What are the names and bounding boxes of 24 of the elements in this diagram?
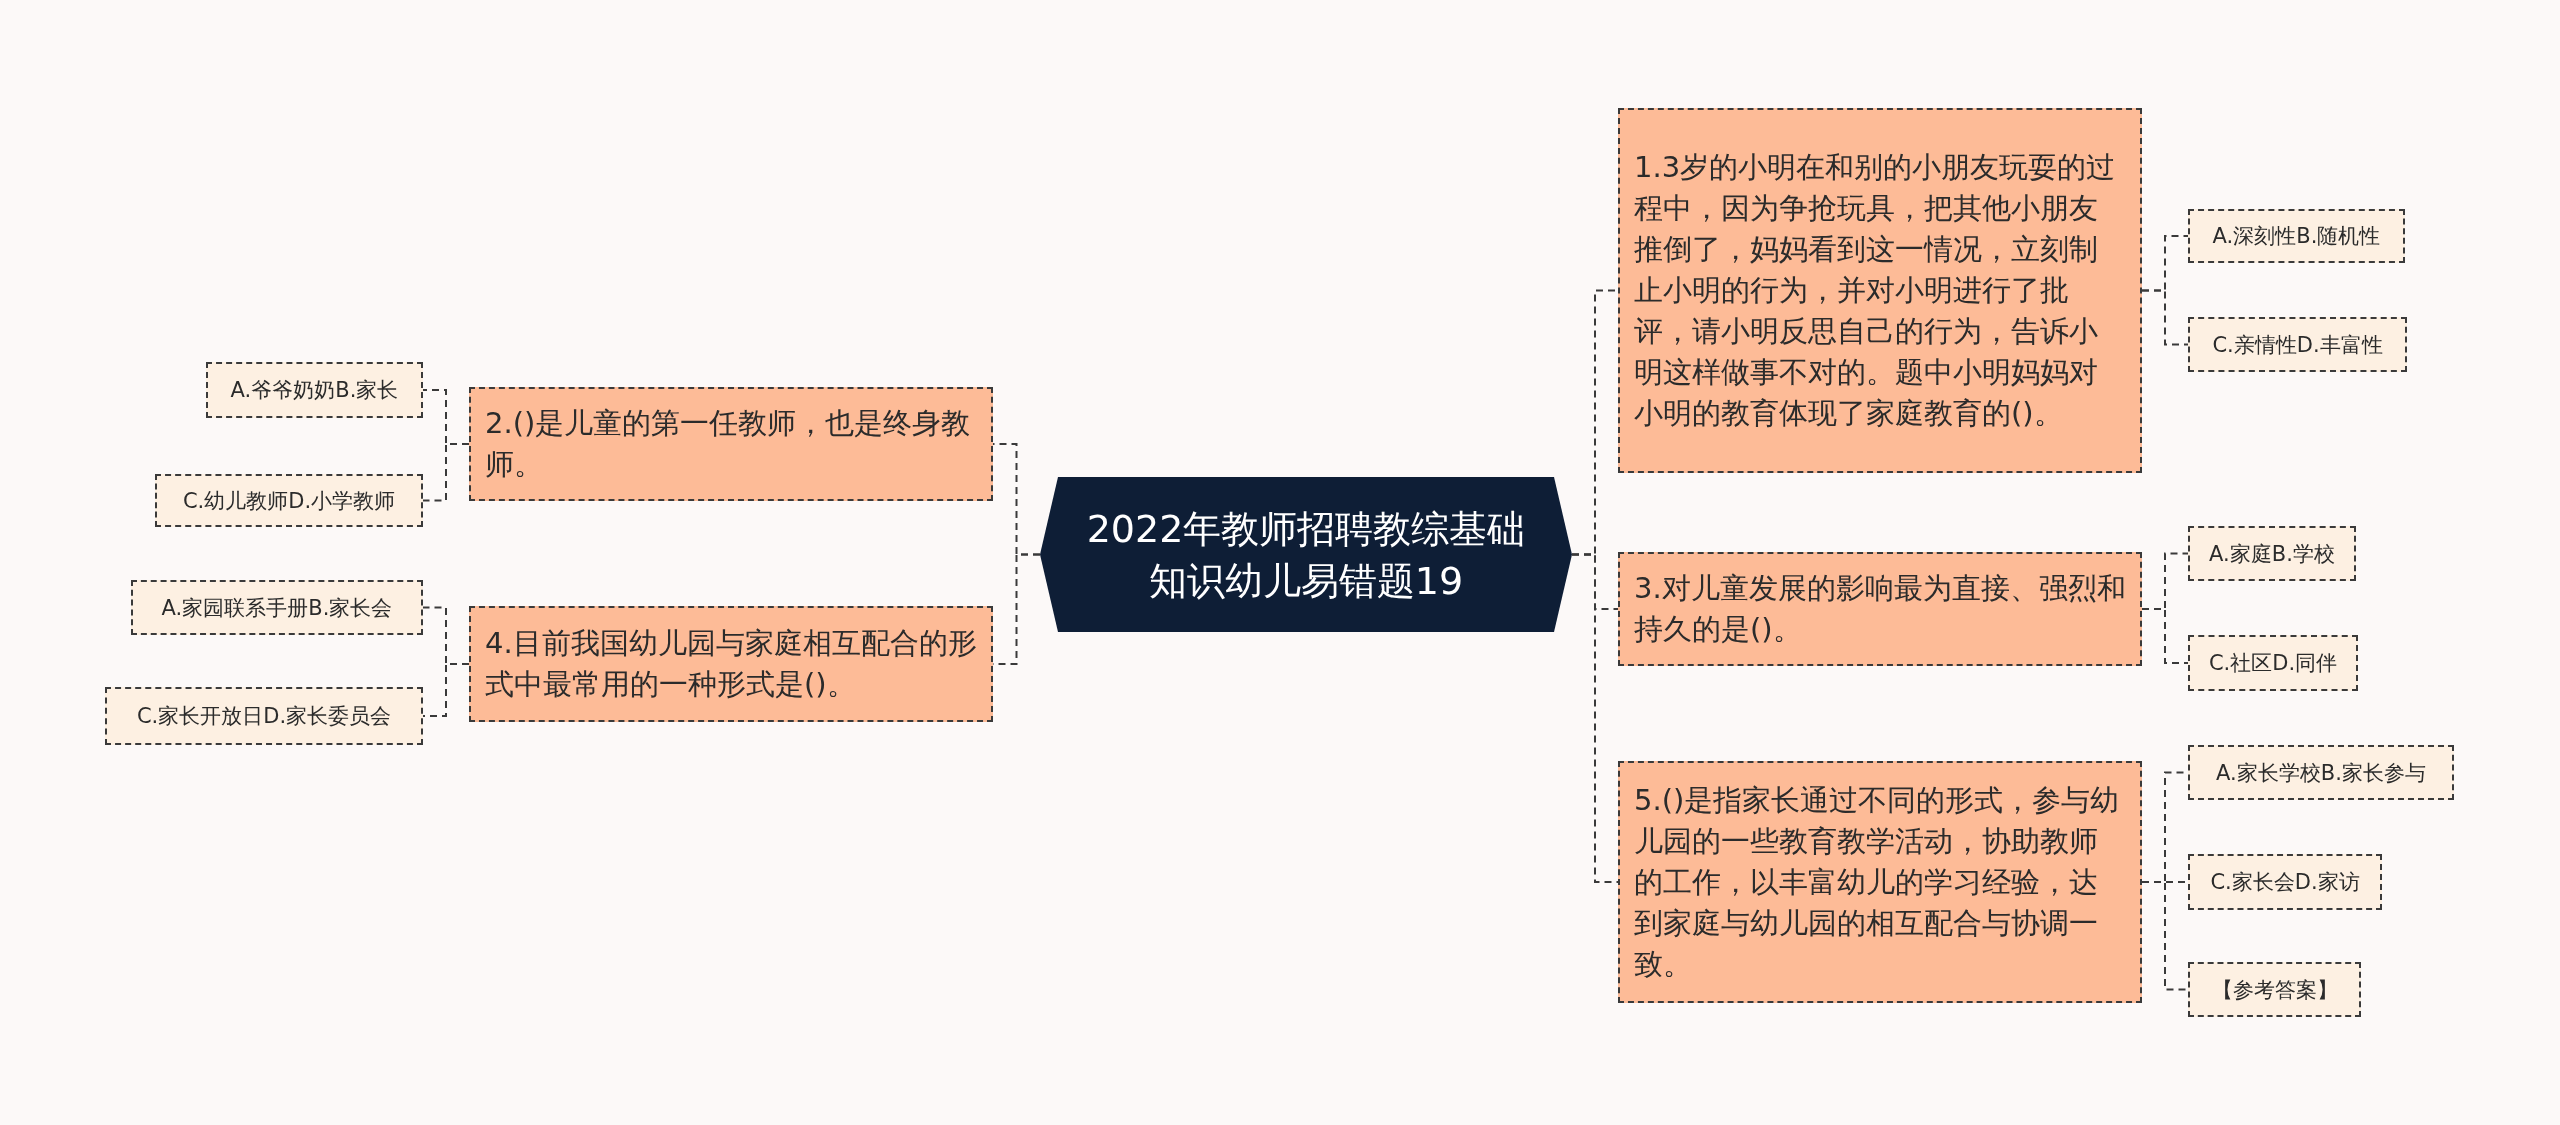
option-box: C.家长会D.家访 <box>2188 854 2382 910</box>
option-box: A.爷爷奶奶B.家长 <box>206 362 423 418</box>
option-box: A.家园联系手册B.家长会 <box>131 580 423 635</box>
connector-line <box>422 443 470 502</box>
question-box: 2.()是儿童的第一任教师，也是终身教师。 <box>469 387 993 501</box>
topic-title: 2022年教师招聘教综基础知识幼儿易错题19 <box>1085 505 1527 605</box>
connector-line <box>2141 881 2189 991</box>
option-box: A.家庭B.学校 <box>2188 526 2356 581</box>
question-box: 3.对儿童发展的影响最为直接、强烈和持久的是()。 <box>1618 552 2142 666</box>
option-box: 【参考答案】 <box>2188 962 2361 1017</box>
option-box: C.幼儿教师D.小学教师 <box>155 474 423 527</box>
connector-line <box>1571 553 1619 883</box>
option-box: C.亲情性D.丰富性 <box>2188 317 2407 372</box>
connector-line <box>2141 289 2189 346</box>
question-box: 5.()是指家长通过不同的形式，参与幼儿园的一些教育教学活动，协助教师的工作，以丰富幼儿的学习经验，达到家庭与幼儿园的相互配合与协调一致。 <box>1618 761 2142 1003</box>
question-box: 1.3岁的小明在和别的小朋友玩耍的过程中，因为争抢玩具，把其他小朋友推倒了，妈妈看到这一情况，立刻制止小明的行为，并对小明进行了批评，请小明反思自己的行为，告诉小明这样做事不对的。题中小明妈妈对小明的教育体现了家庭教育的()。 <box>1618 108 2142 473</box>
connector-line <box>2141 608 2189 664</box>
option-box: A.深刻性B.随机性 <box>2188 209 2405 263</box>
question-box: 4.目前我国幼儿园与家庭相互配合的形式中最常用的一种形式是()。 <box>469 606 993 722</box>
topic-hexagon <box>1040 477 1572 632</box>
option-box: A.家长学校B.家长参与 <box>2188 745 2454 800</box>
connector-line <box>422 663 470 717</box>
option-box: C.家长开放日D.家长委员会 <box>105 687 423 745</box>
option-box: C.社区D.同伴 <box>2188 635 2358 691</box>
